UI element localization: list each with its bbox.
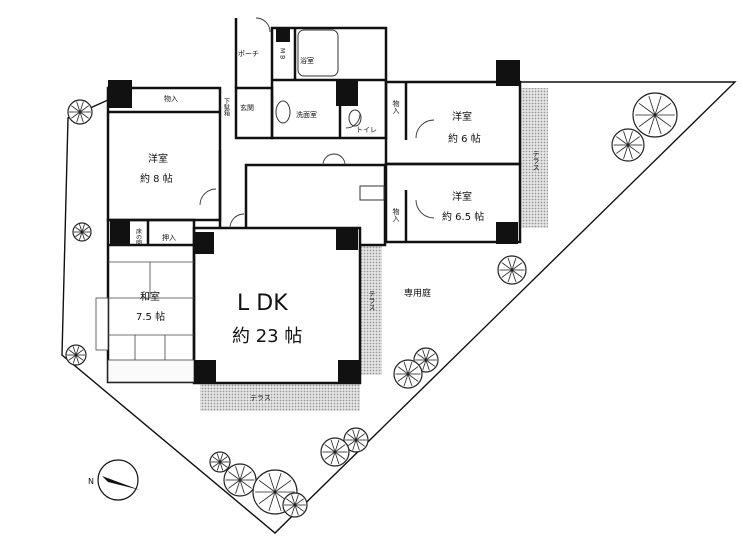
- fixtures: [275, 29, 385, 201]
- tree-icon: [320, 437, 350, 467]
- label-storage-right-top: 物入: [392, 99, 400, 114]
- tree-icon: [72, 222, 92, 242]
- tree-icon: [497, 255, 527, 285]
- room-ldk-size: 約 23 帖: [232, 326, 302, 347]
- label-toilet: トイレ: [356, 126, 377, 134]
- building-walls: [106, 18, 522, 385]
- label-bath: 浴室: [300, 56, 314, 65]
- tree-icon: [67, 99, 93, 125]
- terrace-bottom: [200, 383, 360, 411]
- label-entrance: 玄関: [240, 103, 254, 112]
- label-storage-right-bottom: 物入: [392, 207, 400, 222]
- room-western8-size: 約 8 帖: [140, 172, 173, 185]
- structural-columns: [108, 28, 520, 382]
- tree-icon: [223, 463, 257, 497]
- label-porch: ポーチ: [238, 50, 259, 58]
- tree-icon: [65, 344, 87, 366]
- tatami-grid: [95, 261, 195, 383]
- tree-icon: [393, 359, 423, 389]
- tree-icon: [282, 492, 308, 518]
- room-western6-size: 約 6 帖: [448, 132, 481, 145]
- room-japanese-name: 和室: [140, 290, 160, 303]
- label-tokonoma: 床の間: [135, 227, 142, 247]
- label-storage-top-left: 物入: [164, 94, 178, 103]
- room-western8-name: 洋室: [148, 152, 168, 165]
- label-shoe-closet: 下駄箱: [223, 98, 230, 117]
- label-private-garden: 専用庭: [404, 287, 431, 299]
- label-terrace-middle: テラス: [368, 290, 376, 311]
- tree-icon: [632, 92, 678, 138]
- room-japanese-size: 7.5 帖: [136, 310, 165, 323]
- door-swings: [199, 17, 435, 229]
- compass: N: [88, 459, 140, 501]
- label-mb: M B: [279, 48, 286, 59]
- room-western65-name: 洋室: [452, 190, 472, 203]
- tree-icon: [343, 427, 369, 453]
- terrace-middle: [360, 245, 382, 375]
- room-ldk-name: L DK: [237, 291, 288, 316]
- terrace-right: [520, 88, 548, 228]
- garden-trees: [65, 92, 678, 518]
- label-washroom: 洗面室: [296, 110, 317, 119]
- label-terrace-bottom: テラス: [250, 394, 271, 402]
- room-western6-name: 洋室: [452, 110, 472, 123]
- tree-icon: [611, 128, 645, 162]
- tree-icon: [209, 451, 231, 473]
- compass-north-label: N: [88, 477, 94, 486]
- room-western65-size: 約 6.5 帖: [442, 210, 484, 223]
- label-terrace-right: テラス: [532, 150, 540, 171]
- label-closet: 押入: [162, 233, 176, 242]
